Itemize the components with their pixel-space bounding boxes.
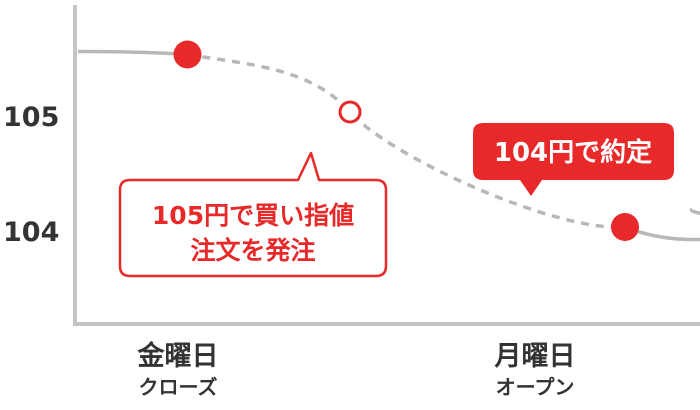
data-point-monday-open xyxy=(611,213,639,241)
callout-limit-order: 105円で買い指値 注文を発注 xyxy=(118,151,388,278)
y-tick-label-104: 104 xyxy=(3,217,59,248)
x-label-monday: 月曜日 xyxy=(494,341,576,372)
callout-limit-order-line2: 注文を発注 xyxy=(190,236,315,265)
x-sublabel-friday: クローズ xyxy=(139,375,218,399)
callout-limit-order-line1: 105円で買い指値 xyxy=(152,201,354,230)
series-line-solid-after xyxy=(624,207,700,242)
x-label-friday: 金曜日 xyxy=(137,340,219,372)
x-sublabel-monday: オープン xyxy=(496,375,575,399)
data-point-friday-close xyxy=(173,40,202,69)
series-line-solid-before xyxy=(77,49,188,57)
callout-fill: 104円で約定 xyxy=(473,123,674,196)
callout-fill-text: 104円で約定 xyxy=(494,137,652,168)
y-tick-label-105: 105 xyxy=(3,102,59,133)
data-point-limit-order xyxy=(338,100,362,124)
